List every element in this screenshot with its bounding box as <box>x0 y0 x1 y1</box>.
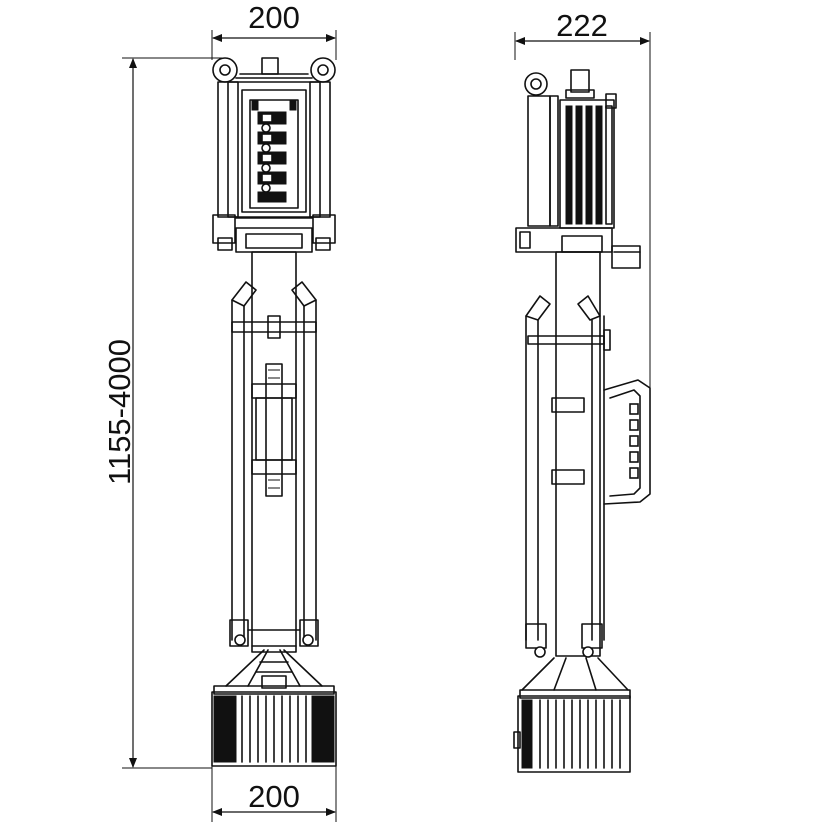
side-radiator <box>565 105 613 225</box>
front-head-housing <box>217 81 331 218</box>
front-top-width-label: 200 <box>248 0 300 35</box>
side-view <box>513 69 651 773</box>
front-top-wheel-right <box>310 57 336 83</box>
side-base <box>513 657 631 773</box>
front-bottom-width-label: 200 <box>248 779 300 814</box>
dimension-height: 1155-4000 <box>102 57 222 769</box>
side-carry-handle <box>603 379 651 505</box>
front-base <box>211 649 337 767</box>
side-top-width-label: 222 <box>556 8 608 43</box>
front-base-grille <box>213 695 335 763</box>
side-head-housing <box>527 93 617 229</box>
dimension-front-bottom: 200 <box>211 765 337 822</box>
dimension-front-top: 200 <box>211 0 337 60</box>
dimension-side-top: 222 <box>514 8 651 390</box>
front-view <box>211 57 337 767</box>
side-mast <box>525 251 611 658</box>
height-range-label: 1155-4000 <box>102 339 137 485</box>
side-top-wheel <box>524 72 548 96</box>
front-mast <box>229 251 319 653</box>
front-lamp-modules <box>257 111 287 203</box>
front-top-wheel-left <box>212 57 238 83</box>
side-base-grille <box>521 699 621 769</box>
